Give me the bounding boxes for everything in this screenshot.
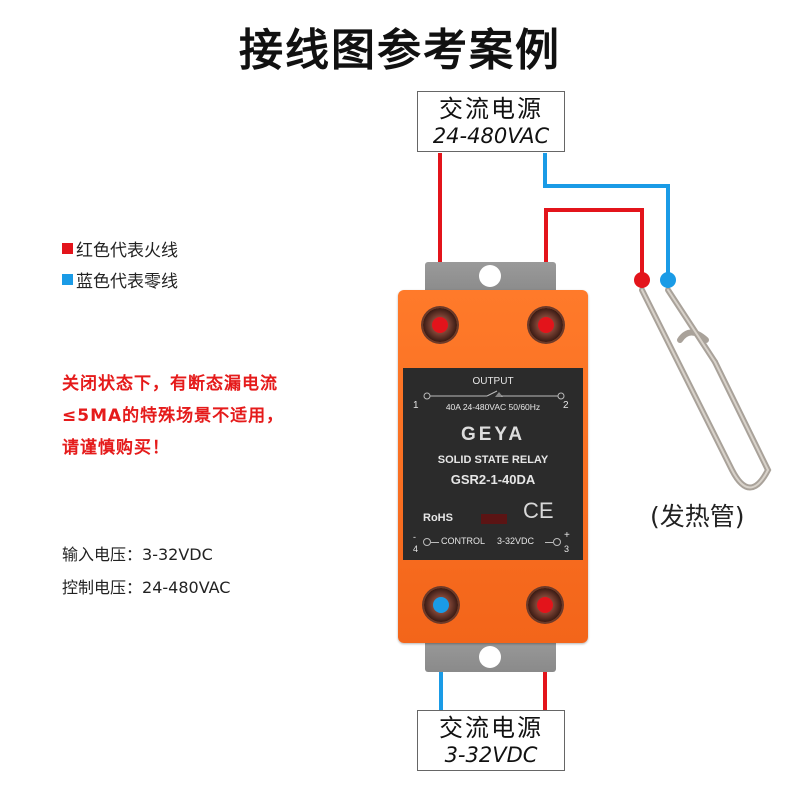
terminal-4-label: 4 — [413, 544, 419, 554]
bracket-hole — [479, 646, 501, 668]
ac-power-range: 24-480VAC — [432, 124, 550, 148]
terminal-2-label: 2 — [563, 400, 569, 411]
heater-neutral-dot — [660, 272, 676, 288]
control-label: CONTROL — [441, 536, 486, 546]
spec-control-voltage: 控制电压：24-480VAC — [62, 574, 230, 598]
bracket-hole — [479, 265, 501, 287]
legend-neutral: 蓝色代表零线 — [62, 267, 178, 292]
spec-input-voltage: 输入电压：3-32VDC — [62, 541, 213, 565]
control-power-title: 交流电源 — [439, 714, 543, 742]
plus-sign: + — [564, 530, 570, 541]
control-power-range: 3-32VDC — [444, 743, 538, 767]
minus-sign: - — [413, 532, 416, 542]
mounting-bracket-top — [425, 262, 556, 294]
model-label: GSR2-1-40DA — [450, 472, 536, 487]
spec-control-label: 控制电压： — [62, 578, 143, 597]
heater-live-dot — [634, 272, 650, 288]
warning-line-1: 关闭状态下，有断态漏电流 — [62, 374, 278, 394]
legend-live: 红色代表火线 — [62, 236, 178, 261]
red-square-icon — [62, 243, 73, 254]
ac-power-title: 交流电源 — [439, 95, 543, 123]
terminal-3-live-dot — [537, 597, 553, 613]
ac-power-box-bottom: 交流电源 3-32VDC — [417, 710, 565, 771]
mounting-bracket-bottom — [425, 638, 556, 672]
rating-label: 40A 24-480VAC 50/60Hz — [445, 402, 541, 412]
warning-line-2: ≤5MA的特殊场景不适用， — [62, 406, 285, 426]
heater-element — [639, 287, 772, 491]
product-type-label: SOLID STATE RELAY — [437, 454, 549, 466]
ac-power-box-top: 交流电源 24-480VAC — [417, 91, 565, 152]
legend-live-label: 红色代表火线 — [76, 241, 178, 261]
rohs-label: RoHS — [423, 512, 453, 524]
control-minus-node-icon — [423, 538, 431, 546]
status-led-window — [481, 514, 507, 524]
terminal-1-live-dot — [432, 317, 448, 333]
brand-logo: GEYA — [460, 424, 526, 445]
spec-control-value: 24-480VAC — [142, 578, 231, 597]
relay-label-panel: OUTPUT 1 2 40A 24-480VAC 50/60Hz GEYA SO… — [403, 368, 583, 560]
output-switch-symbol — [423, 390, 565, 400]
output-label: OUTPUT — [472, 376, 514, 387]
terminal-4-neutral-dot — [433, 597, 449, 613]
terminal-3-label: 3 — [564, 544, 570, 554]
warning-text: 关闭状态下，有断态漏电流 ≤5MA的特殊场景不适用， 请谨慎购买！ — [62, 368, 362, 464]
control-line — [545, 542, 553, 543]
terminal-2-live-dot — [538, 317, 554, 333]
spec-input-label: 输入电压： — [62, 545, 143, 564]
terminal-1-label: 1 — [413, 400, 419, 411]
control-plus-node-icon — [553, 538, 561, 546]
spec-input-value: 3-32VDC — [142, 545, 213, 564]
heater-label: (发热管) — [650, 502, 745, 531]
ce-mark: CE — [523, 498, 554, 523]
warning-line-3: 请谨慎购买！ — [62, 438, 170, 458]
control-range-label: 3-32VDC — [497, 536, 535, 546]
diagram-title: 接线图参考案例 — [239, 25, 561, 76]
control-line — [431, 542, 439, 543]
legend-neutral-label: 蓝色代表零线 — [76, 272, 178, 292]
blue-square-icon — [62, 274, 73, 285]
